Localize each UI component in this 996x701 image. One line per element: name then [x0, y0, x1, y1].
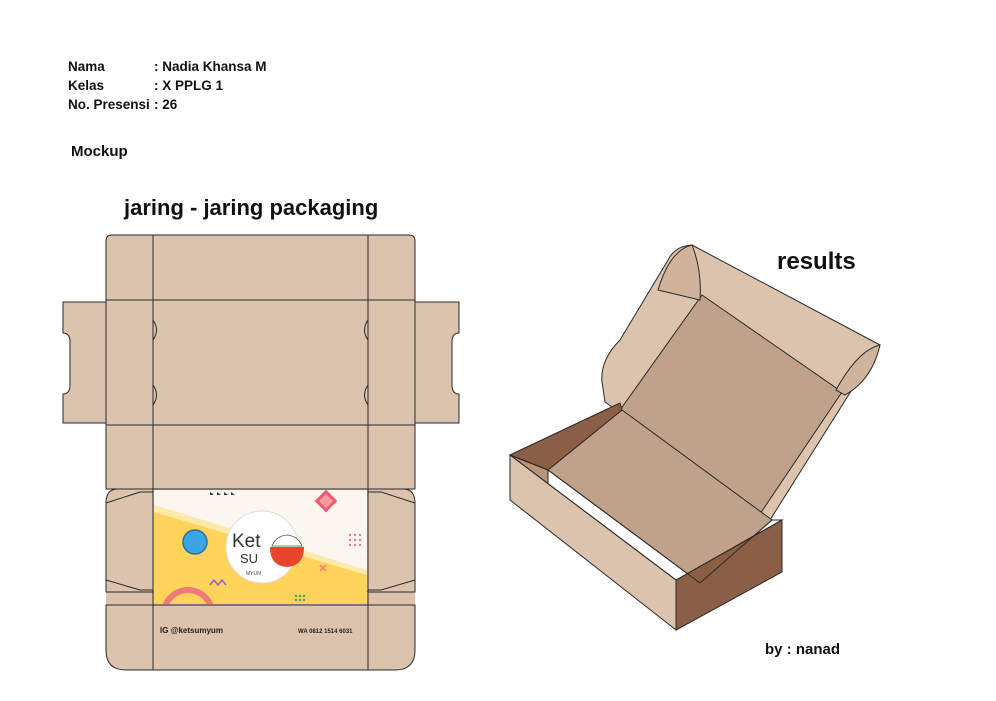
net-right-flap: [414, 301, 460, 424]
name-value: : Nadia Khansa M: [154, 59, 267, 74]
net-title: jaring - jaring packaging: [124, 195, 379, 220]
pink-ring-shape: [162, 587, 214, 604]
fold-lines: [105, 235, 416, 670]
assembled-box: [508, 244, 881, 632]
name-label: Nama: [68, 59, 105, 74]
net-front-panel: [105, 604, 416, 671]
attendance-label: No. Presensi: [68, 97, 150, 112]
triangle-pattern: [210, 492, 235, 495]
logo-ket: Ket: [232, 531, 261, 552]
lid-curl-left: [657, 244, 701, 301]
whatsapp-text: WA 0812 1514 6031: [298, 629, 353, 635]
net-top-flap: [105, 234, 416, 301]
dot-pattern: [348, 533, 362, 547]
lid-curl-right: [835, 344, 881, 396]
net-left-flap: [62, 301, 107, 424]
blue-dot-shape: [182, 529, 208, 555]
rice-bowl-icon: [270, 547, 304, 567]
credit-text: by : nanad: [765, 641, 841, 658]
class-label: Kelas: [68, 78, 105, 93]
logo-yum: MYUM: [246, 571, 261, 577]
net-lid-panel: [105, 299, 416, 426]
brand-logo: Ket SU MYUM: [225, 510, 304, 584]
instagram-text: IG @ketsumyum: [160, 626, 223, 635]
class-value: : X PPLG 1: [154, 78, 224, 93]
printed-panel: Ket SU MYUM: [154, 489, 367, 604]
attendance-value: : 26: [154, 97, 178, 112]
name-row: Nama : Nadia Khansa M: [68, 57, 267, 76]
logo-su: SU: [240, 551, 258, 566]
attendance-row: No. Presensi : 26: [68, 95, 267, 114]
section-label: Mockup: [71, 143, 128, 160]
student-info: Nama : Nadia Khansa M Kelas : X PPLG 1 N…: [68, 57, 267, 114]
zigzag-shape: [209, 578, 227, 587]
net-back-panel: [105, 424, 416, 490]
class-row: Kelas : X PPLG 1: [68, 76, 267, 95]
results-title: results: [777, 248, 856, 275]
